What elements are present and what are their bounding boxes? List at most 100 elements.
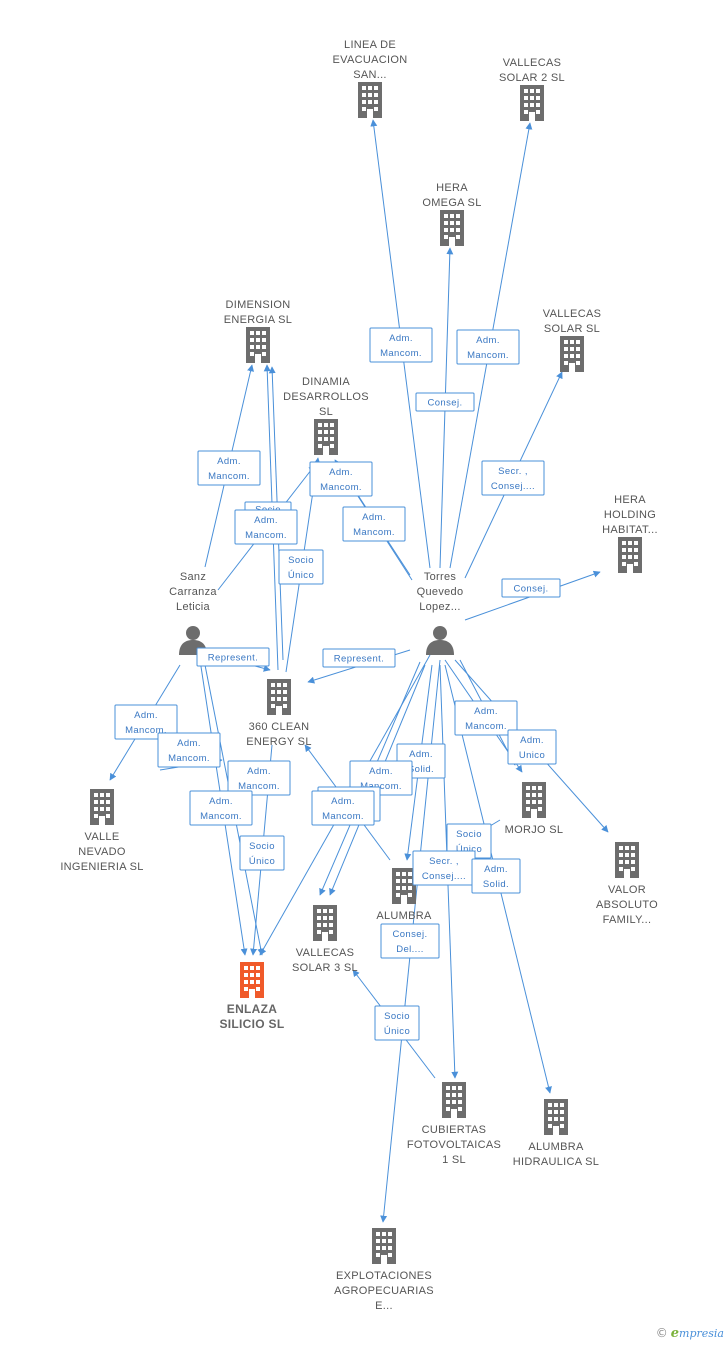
empresia-logo[interactable]: ©empresia — [655, 1326, 724, 1341]
node-label: Leticia — [176, 601, 210, 613]
edge-label-l-din-torres2[interactable]: Adm.Mancom. — [342, 506, 406, 542]
edge-label-text: Socio — [456, 829, 482, 840]
edge-label-l-enl-3[interactable]: Adm.Mancom. — [189, 790, 253, 826]
building-icon — [615, 842, 639, 878]
edge-label-l-enl-1[interactable]: Adm.Mancom. — [157, 732, 221, 768]
edge-label-text: Único — [288, 570, 314, 581]
edge-label-text: Adm. — [362, 512, 386, 523]
edge-label-text: Adm. — [254, 515, 278, 526]
node-hera_holding[interactable]: HERAHOLDINGHABITAT... — [602, 494, 658, 573]
edge-label-l-hera-omega[interactable]: Consej. — [415, 392, 475, 412]
edge-label-l-vall2[interactable]: Adm.Mancom. — [456, 329, 520, 365]
edge-label-l-alum-secr[interactable]: Secr. ,Consej.... — [412, 850, 476, 886]
node-label: CUBIERTAS — [422, 1124, 487, 1136]
node-linea[interactable]: LINEA DEEVACUACIONSAN... — [333, 39, 408, 118]
edge-label-text: Consej.... — [422, 871, 466, 882]
edge-label-l-morjo-a[interactable]: Adm.Mancom. — [454, 700, 518, 736]
node-label: HIDRAULICA SL — [513, 1156, 599, 1168]
node-valle[interactable]: VALLE NEVADO INGENIERIA SL — [60, 789, 143, 873]
edge-label-box — [456, 329, 520, 365]
node-label: NEVADO — [78, 846, 126, 858]
edge-label-l-alum-h[interactable]: Adm.Solid. — [471, 858, 521, 894]
building-icon — [246, 327, 270, 363]
edge-label-l-linea[interactable]: Adm.Mancom. — [369, 327, 433, 363]
edge-label-box — [481, 460, 545, 496]
node-valor[interactable]: VALORABSOLUTOFAMILY... — [596, 842, 658, 926]
building-icon — [313, 905, 337, 941]
edge-label-l-din-torres[interactable]: Adm.Mancom. — [309, 461, 373, 497]
node-label: DINAMIA — [302, 376, 350, 388]
edge-label-l-valle[interactable]: Adm.Mancom. — [114, 704, 178, 740]
building-icon — [440, 210, 464, 246]
edge-label-l-dim-sanz[interactable]: Adm.Mancom. — [197, 450, 261, 486]
edge-label-box — [234, 509, 298, 545]
edge-label-text: Consej. — [513, 584, 548, 595]
edge-label-text: Mancom. — [238, 781, 280, 792]
edge-label-l-expl[interactable]: Consej.Del.... — [380, 923, 440, 959]
building-icon — [618, 537, 642, 573]
edge-label-box — [239, 835, 285, 871]
node-label: EXPLOTACIONES — [336, 1270, 432, 1282]
node-label: ENERGIA SL — [224, 314, 292, 326]
edge-label-box — [278, 549, 324, 585]
edge-label-l-enl-2[interactable]: Adm.Mancom. — [227, 760, 291, 796]
edge-label-box — [189, 790, 253, 826]
edge-label-l-morjo-b[interactable]: Adm.Unico — [507, 729, 557, 765]
node-label: VALLECAS — [503, 57, 561, 69]
node-label: ENLAZA — [227, 1002, 277, 1016]
edge-label-text: Mancom. — [208, 471, 250, 482]
edges — [109, 119, 609, 1223]
edge-label-l-rep-sanz[interactable]: Represent. — [196, 647, 270, 667]
edge-label-box — [342, 506, 406, 542]
node-label: FOTOVOLTAICAS — [407, 1139, 501, 1151]
edge-label-text: Único — [384, 1026, 410, 1037]
node-label: SILICIO SL — [219, 1017, 284, 1031]
edge-label-l-hera-hold[interactable]: Consej. — [501, 578, 561, 598]
edge-label-text: Consej. — [427, 398, 462, 409]
node-label: MORJO SL — [505, 824, 564, 836]
node-explotaciones[interactable]: EXPLOTACIONESAGROPECUARIASE... — [334, 1228, 434, 1312]
edge-label-text: Mancom. — [322, 811, 364, 822]
edge-label-text: Adm. — [329, 467, 353, 478]
node-morjo[interactable]: MORJO SL — [505, 782, 564, 836]
edge-label-l-dim-clean2[interactable]: Adm. Mancom. — [234, 509, 298, 545]
edge-label-l-tor-mancom-c[interactable]: Adm.Mancom. — [311, 790, 375, 826]
edge-label-box — [157, 732, 221, 768]
edge-label-text: Mancom. — [360, 781, 402, 792]
edge-label-text: Mancom. — [245, 530, 287, 541]
node-label: SL — [319, 406, 333, 418]
edge-label-text: Mancom. — [465, 721, 507, 732]
edge-label-l-rep-torres[interactable]: Represent. — [322, 648, 396, 668]
building-icon — [392, 868, 416, 904]
edge-label-box — [227, 760, 291, 796]
edge-label-text: Socio — [384, 1011, 410, 1022]
node-label: E... — [375, 1300, 393, 1312]
node-label: INGENIERIA SL — [60, 861, 143, 873]
node-label: VALOR — [608, 884, 646, 896]
edge-label-text: Adm. — [134, 710, 158, 721]
node-torres[interactable]: TorresQuevedoLopez... — [417, 571, 464, 655]
edge-label-l-vall-sl[interactable]: Secr. ,Consej.... — [481, 460, 545, 496]
node-label: VALLE — [85, 831, 120, 843]
building-icon — [267, 679, 291, 715]
building-icon — [442, 1082, 466, 1118]
edge-label-text: Secr. , — [498, 466, 528, 477]
node-label: 360 CLEAN — [249, 721, 310, 733]
edge-label-box — [114, 704, 178, 740]
